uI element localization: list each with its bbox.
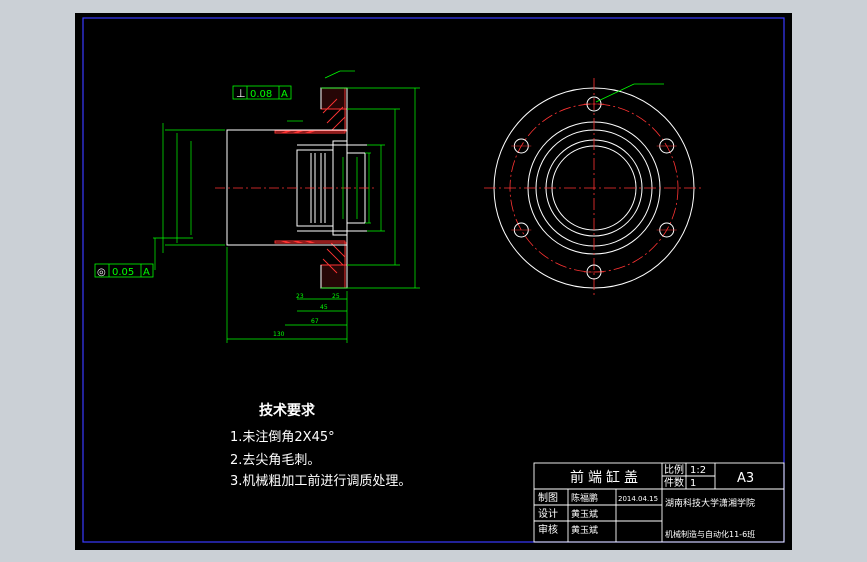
- title-block: 前端缸盖 比例 1:2 件数 1 A3 制图 陈福鹏 2014.04.15 设计…: [533, 462, 785, 543]
- tech-item-1: 1.未注倒角2X45°: [230, 430, 335, 445]
- drawing-frame: [82, 17, 785, 543]
- perpendicularity-frame: ⊥ 0.08 A: [232, 85, 292, 100]
- end-view: [484, 78, 704, 298]
- concentricity-datum: A: [143, 267, 150, 278]
- class-name: 机械制造与自动化11-6班: [665, 529, 755, 539]
- design-label: 设计: [538, 507, 558, 520]
- concentricity-symbol: ◎: [97, 267, 106, 278]
- school-name: 湖南科技大学潇湘学院: [665, 497, 755, 509]
- tech-title: 技术要求: [259, 402, 316, 419]
- drawn-name: 陈福鹏: [571, 492, 598, 504]
- review-name: 黄玉斌: [571, 524, 598, 536]
- design-name: 黄玉斌: [571, 508, 598, 520]
- drawing-sheet: 130 67 45 25 23 ⊥ 0.08 A ◎ 0.05 A: [75, 13, 792, 550]
- section-view: 130 67 45 25 23 ⊥ 0.08 A ◎ 0.05 A: [94, 70, 420, 343]
- scale-label: 比例: [664, 463, 684, 476]
- dim-25: 25: [332, 293, 340, 300]
- review-label: 审核: [538, 523, 558, 536]
- dim-130: 130: [273, 331, 285, 338]
- part-name: 前端缸盖: [570, 469, 642, 486]
- cad-drawing: 130 67 45 25 23 ⊥ 0.08 A ◎ 0.05 A: [82, 17, 785, 543]
- hole-leader: [595, 83, 635, 103]
- technical-requirements: 技术要求 1.未注倒角2X45° 2.去尖角毛刺。 3.机械粗加工前进行调质处理…: [230, 402, 411, 489]
- scale-value: 1:2: [690, 465, 706, 476]
- drawn-date: 2014.04.15: [618, 495, 658, 503]
- qty-value: 1: [690, 478, 696, 489]
- dim-23: 23: [296, 293, 304, 300]
- perpendicularity-symbol: ⊥: [236, 87, 246, 100]
- concentricity-frame: ◎ 0.05 A: [94, 263, 154, 278]
- dim-67: 67: [311, 318, 319, 325]
- qty-label: 件数: [664, 476, 684, 489]
- concentricity-value: 0.05: [112, 267, 134, 278]
- perpendicularity-datum: A: [281, 89, 288, 100]
- sheet-size: A3: [737, 471, 754, 486]
- perpendicularity-value: 0.08: [250, 89, 272, 100]
- dimension-lines: [153, 70, 420, 343]
- bolt-hole-centers: [511, 103, 677, 273]
- tech-item-3: 3.机械粗加工前进行调质处理。: [230, 473, 411, 489]
- dim-45: 45: [320, 304, 328, 311]
- drawn-label: 制图: [538, 491, 558, 504]
- tech-item-2: 2.去尖角毛刺。: [230, 453, 320, 468]
